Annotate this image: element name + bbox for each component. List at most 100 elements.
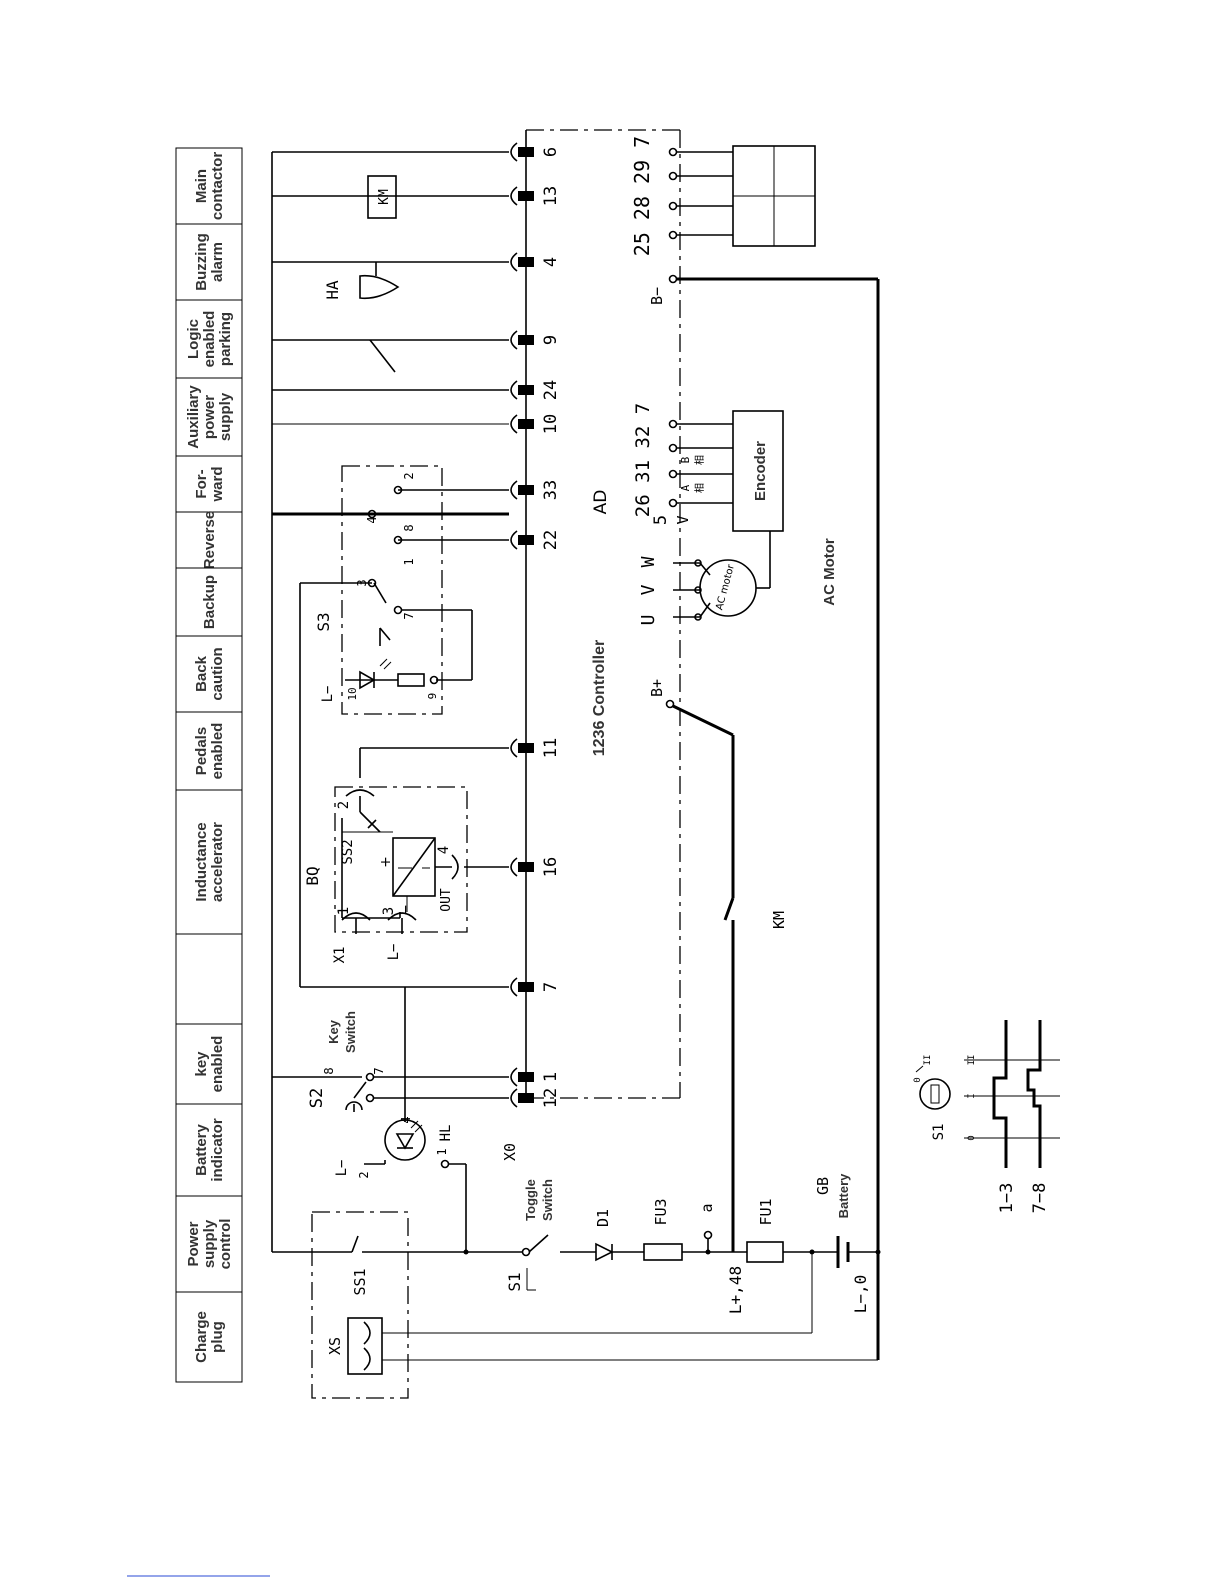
- toggle-switch-s1: S1 Toggle Switch: [505, 1179, 555, 1292]
- encoder: Encoder 26 31 32 7 5 V A 相 B 相: [632, 403, 784, 532]
- controller-pin-label: 10: [541, 414, 561, 434]
- pin-socket: [510, 330, 518, 350]
- bq-pin-3: 3: [381, 907, 397, 915]
- s3-pin-4: 4: [365, 516, 379, 523]
- pin-plug: [518, 385, 534, 395]
- ha-label: HA: [323, 280, 342, 300]
- pin-socket: [510, 857, 518, 877]
- hl-pin-4: 4: [399, 1116, 413, 1123]
- s2-label: S2: [307, 1088, 327, 1108]
- controller-pin-label: 33: [541, 480, 561, 500]
- s3-pin-3: 3: [355, 579, 369, 586]
- pin-socket: [510, 380, 518, 400]
- encoder-label: Encoder: [752, 441, 769, 501]
- encoder-pin-5: 5: [651, 515, 671, 525]
- s1-switch-label-1: Toggle: [523, 1179, 538, 1221]
- function-label: supply: [201, 1219, 218, 1268]
- pin-plug: [518, 982, 534, 992]
- function-label: Power: [185, 1221, 202, 1266]
- controller-pin-label: 1: [541, 1072, 561, 1082]
- accelerator-bq: BQ SS2 OUT + − 1 2 3 4 X1 L−: [303, 747, 509, 963]
- pin-plug: [518, 257, 534, 267]
- encoder-phase-b-char: 相: [693, 455, 706, 465]
- s2-pin-7: 7: [372, 1067, 386, 1074]
- encoder-pins: 26 31 32 7: [632, 403, 654, 517]
- bq-label: BQ: [303, 866, 322, 885]
- function-label: ward: [209, 466, 226, 502]
- controller-pin-label: 4: [541, 257, 561, 267]
- pin-socket: [510, 1088, 518, 1108]
- connector-terminal: [668, 147, 678, 157]
- gb-label: GB: [814, 1177, 832, 1195]
- function-label: Pedals: [193, 727, 210, 775]
- controller-pin-label: 16: [541, 857, 561, 877]
- motor-phase-u: U: [638, 615, 659, 626]
- pin-socket: [510, 480, 518, 500]
- s1-switch-label-2: Switch: [540, 1179, 555, 1221]
- s1-position-chart: S1 0 II 0 I II 1−3 7−8: [913, 1020, 1060, 1213]
- pin-plug: [518, 1072, 534, 1082]
- controller-pin-label: 7: [541, 982, 561, 992]
- bq-plus: +: [378, 856, 394, 868]
- pin-socket: [510, 142, 518, 162]
- xs-label: XS: [326, 1337, 344, 1355]
- x0-label: X0: [501, 1143, 519, 1161]
- km-coil-label: KM: [377, 189, 392, 205]
- function-label: Logic: [185, 319, 202, 359]
- pin-plug: [518, 335, 534, 345]
- connector-terminal: [668, 171, 678, 181]
- ac-motor: AC motor U V W AC Motor: [638, 531, 838, 625]
- motor-phase-w: W: [638, 556, 659, 567]
- l-plus-label: L+,48: [726, 1266, 745, 1314]
- function-label: Backup: [201, 575, 218, 629]
- d1-label: D1: [594, 1209, 612, 1227]
- km-contact-label: KM: [770, 911, 788, 929]
- controller-title: 1236 Controller: [591, 640, 608, 756]
- s2-switch-label-2: Switch: [343, 1011, 358, 1053]
- function-label: For-: [193, 469, 210, 498]
- function-label: contactor: [209, 152, 226, 221]
- s1-pos-ii-top: II: [923, 1055, 933, 1066]
- function-label: enabled: [209, 723, 226, 780]
- s1-label: S1: [505, 1272, 524, 1291]
- l-zero-label: L−,0: [851, 1275, 870, 1314]
- b-minus-label: B−: [648, 287, 666, 305]
- bq-out: OUT: [439, 888, 454, 912]
- function-label: enabled: [201, 311, 218, 368]
- pin-plug: [518, 485, 534, 495]
- pin-plug: [518, 535, 534, 545]
- fu1-label: FU1: [757, 1198, 775, 1225]
- function-label: parking: [217, 312, 234, 366]
- encoder-v: V: [674, 515, 692, 524]
- function-label: supply: [217, 392, 234, 441]
- pin-socket: [510, 186, 518, 206]
- connector-terminal: [668, 230, 678, 240]
- chart-row-1-3: 1−3: [997, 1183, 1017, 1214]
- chart-row-7-8: 7−8: [1030, 1183, 1050, 1214]
- pin-socket: [510, 977, 518, 997]
- pin-plug: [518, 1093, 534, 1103]
- controller-pin-label: 12: [541, 1088, 561, 1108]
- bq-l-minus: L−: [386, 944, 402, 961]
- controller-pin-label: 11: [541, 738, 561, 758]
- key-switch-s2: S2 8 7 Key Switch: [307, 1011, 509, 1112]
- hl-pin-1: 1: [435, 1148, 449, 1155]
- pin-plug: [518, 147, 534, 157]
- pin-socket: [510, 738, 518, 758]
- s3-l-minus: L−: [320, 686, 336, 703]
- function-label: Back: [193, 655, 210, 692]
- pin-plug: [518, 419, 534, 429]
- negative-bus: B−: [648, 274, 880, 1360]
- supply-line: [272, 1230, 881, 1268]
- function-label: Buzzing: [193, 233, 210, 291]
- pin-plug: [518, 191, 534, 201]
- b-plus-label: B+: [648, 679, 666, 697]
- encoder-phase-a: A: [679, 484, 692, 491]
- function-label: Battery: [193, 1123, 210, 1175]
- encoder-terminal: [668, 419, 678, 429]
- pin-socket: [510, 414, 518, 434]
- positive-bus: B+ KM: [648, 679, 788, 1252]
- s3-pin-10: 10: [346, 687, 359, 700]
- left-bus: [271, 151, 509, 1252]
